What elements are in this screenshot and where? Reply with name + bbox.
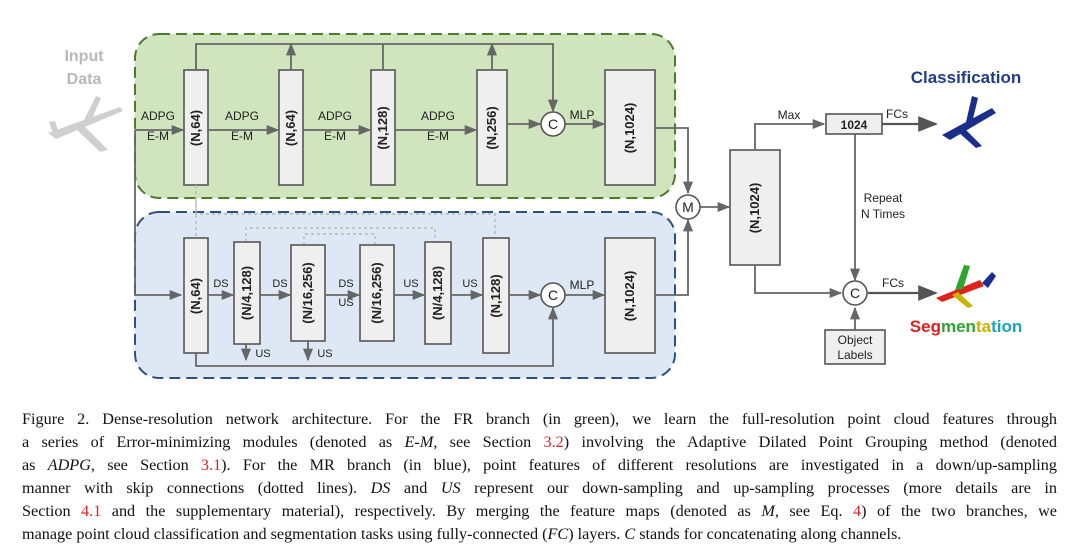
caption-text: , see Section bbox=[90, 456, 201, 474]
mr-concat-node bbox=[540, 282, 566, 308]
fr-box-2-label: (N,64) bbox=[283, 110, 298, 146]
caption-figure-label: Figure 2. bbox=[22, 410, 90, 428]
em-label-4: E-M bbox=[427, 129, 449, 143]
section-ref-link[interactable]: 3.1 bbox=[200, 456, 222, 474]
fr-mlp-label: MLP bbox=[570, 108, 595, 122]
input-airplane-icon bbox=[48, 96, 123, 152]
caption-text: and bbox=[390, 479, 441, 497]
caption-text: and the supplementary material), respect… bbox=[101, 502, 762, 520]
figure-caption: Figure 2. Dense-resolution network archi… bbox=[22, 408, 1057, 546]
mr-box-5-label: (N/4,128) bbox=[430, 266, 445, 320]
classified-airplane-icon bbox=[942, 96, 996, 148]
caption-text: manner with skip connections (dotted lin… bbox=[22, 479, 358, 497]
fr-box-5 bbox=[604, 69, 656, 186]
mr-box-7-label: (N,1024) bbox=[622, 271, 637, 322]
caption-text: a series of Error-minimizing modules (de… bbox=[22, 433, 405, 451]
mr-box-2 bbox=[233, 241, 261, 345]
adpg-label-4: ADPG bbox=[421, 109, 455, 123]
classification-title: Classification bbox=[911, 68, 1022, 87]
caption-title: Dense-resolution network architecture. bbox=[102, 410, 373, 428]
us-label-3: US bbox=[462, 278, 477, 290]
mr-mlp-label: MLP bbox=[570, 278, 595, 292]
ds-label-1: DS bbox=[213, 278, 228, 290]
adpg-label-3: ADPG bbox=[318, 109, 352, 123]
us-label-1: US bbox=[338, 297, 353, 309]
caption-text: Section bbox=[22, 502, 82, 520]
input-to-mr-arrow bbox=[134, 130, 183, 301]
caption-term: M bbox=[761, 502, 775, 520]
us-label-4: US bbox=[255, 348, 270, 360]
equation-ref-link[interactable]: 4 bbox=[853, 502, 862, 520]
fr-box-4-label: (N,256) bbox=[484, 106, 499, 149]
mr-box-6-label: (N,128) bbox=[488, 274, 503, 317]
global-vector-label: 1024 bbox=[841, 118, 868, 132]
us-label-5: US bbox=[317, 348, 332, 360]
em-label-2: E-M bbox=[231, 129, 253, 143]
repeat-label: Repeat bbox=[864, 191, 903, 205]
caption-line-1: For the FR branch (in green), we learn t… bbox=[385, 410, 1058, 428]
input-label-2: Data bbox=[67, 71, 102, 88]
segmentation-title: Segmentation bbox=[910, 317, 1022, 336]
ds-label-3: DS bbox=[338, 278, 353, 290]
caption-text: as bbox=[22, 456, 48, 474]
fcs-label-seg: FCs bbox=[882, 276, 904, 290]
mr-box-4-label: (N/16,256) bbox=[369, 262, 384, 323]
fr-branch-panel bbox=[134, 33, 676, 199]
adpg-label-1: ADPG bbox=[141, 109, 175, 123]
fcs-label-cls: FCs bbox=[886, 107, 908, 121]
fr-box-5-label: (N,1024) bbox=[622, 103, 637, 154]
caption-term: C bbox=[624, 525, 636, 543]
caption-text: stands for concatenating along channels. bbox=[635, 525, 902, 543]
mr-concat-label: C bbox=[548, 287, 558, 303]
object-labels-box bbox=[824, 329, 886, 365]
mr-box-3-label: (N/16,256) bbox=[300, 262, 315, 323]
caption-term: US bbox=[440, 479, 461, 497]
section-ref-link[interactable]: 4.1 bbox=[81, 502, 102, 520]
section-ref-link[interactable]: 3.2 bbox=[543, 433, 564, 451]
us-label-2: US bbox=[403, 278, 418, 290]
mr-box-4 bbox=[359, 244, 395, 342]
max-label: Max bbox=[778, 108, 801, 122]
fr-box-3 bbox=[370, 69, 396, 186]
merge-label: M bbox=[682, 199, 694, 215]
fr-box-2 bbox=[278, 69, 304, 186]
caption-text: ) layers. bbox=[568, 525, 625, 543]
input-label: Input bbox=[64, 48, 104, 65]
ds-label-2: DS bbox=[272, 278, 287, 290]
fr-concat-label: C bbox=[548, 116, 558, 132]
em-label-1: E-M bbox=[147, 129, 169, 143]
em-label-3: E-M bbox=[324, 129, 346, 143]
object-labels-text: Object bbox=[838, 333, 873, 347]
caption-term: DS bbox=[370, 479, 391, 497]
mr-box-6 bbox=[482, 237, 510, 354]
global-vector-box bbox=[825, 113, 883, 135]
caption-term: FC bbox=[547, 525, 569, 543]
mr-box-1-label: (N,64) bbox=[188, 278, 203, 314]
adpg-label-2: ADPG bbox=[225, 109, 259, 123]
repeat-label-2: N Times bbox=[861, 207, 905, 221]
merged-feature-label: (N,1024) bbox=[747, 183, 762, 234]
caption-text: ) of the two branches, we bbox=[861, 502, 1057, 520]
fr-box-1-label: (N,64) bbox=[188, 110, 203, 146]
caption-term: E-M bbox=[404, 433, 434, 451]
merged-feature-box bbox=[729, 149, 781, 266]
fr-concat-node bbox=[540, 111, 566, 137]
seg-concat-label: C bbox=[850, 285, 860, 301]
seg-concat-node bbox=[842, 280, 868, 306]
object-labels-text-2: Labels bbox=[837, 348, 872, 362]
caption-text: ) involving the Adaptive Dilated Point G… bbox=[563, 433, 1057, 451]
caption-text: , see Section bbox=[433, 433, 544, 451]
caption-text: represent our down-sampling and up-sampl… bbox=[460, 479, 1058, 497]
architecture-diagram: Input Data (N,64) (N,64) (N,128) (N,256)… bbox=[48, 33, 1022, 379]
mr-box-2-label: (N/4,128) bbox=[239, 266, 254, 320]
segmented-airplane-icon bbox=[936, 265, 996, 308]
caption-text: ). For the MR branch (in blue), point fe… bbox=[221, 456, 1057, 474]
fr-box-3-label: (N,128) bbox=[375, 106, 390, 149]
caption-text: , see Eq. bbox=[774, 502, 854, 520]
caption-text: manage point cloud classification and se… bbox=[22, 525, 548, 543]
caption-term: ADPG bbox=[47, 456, 91, 474]
merge-node bbox=[675, 194, 701, 220]
